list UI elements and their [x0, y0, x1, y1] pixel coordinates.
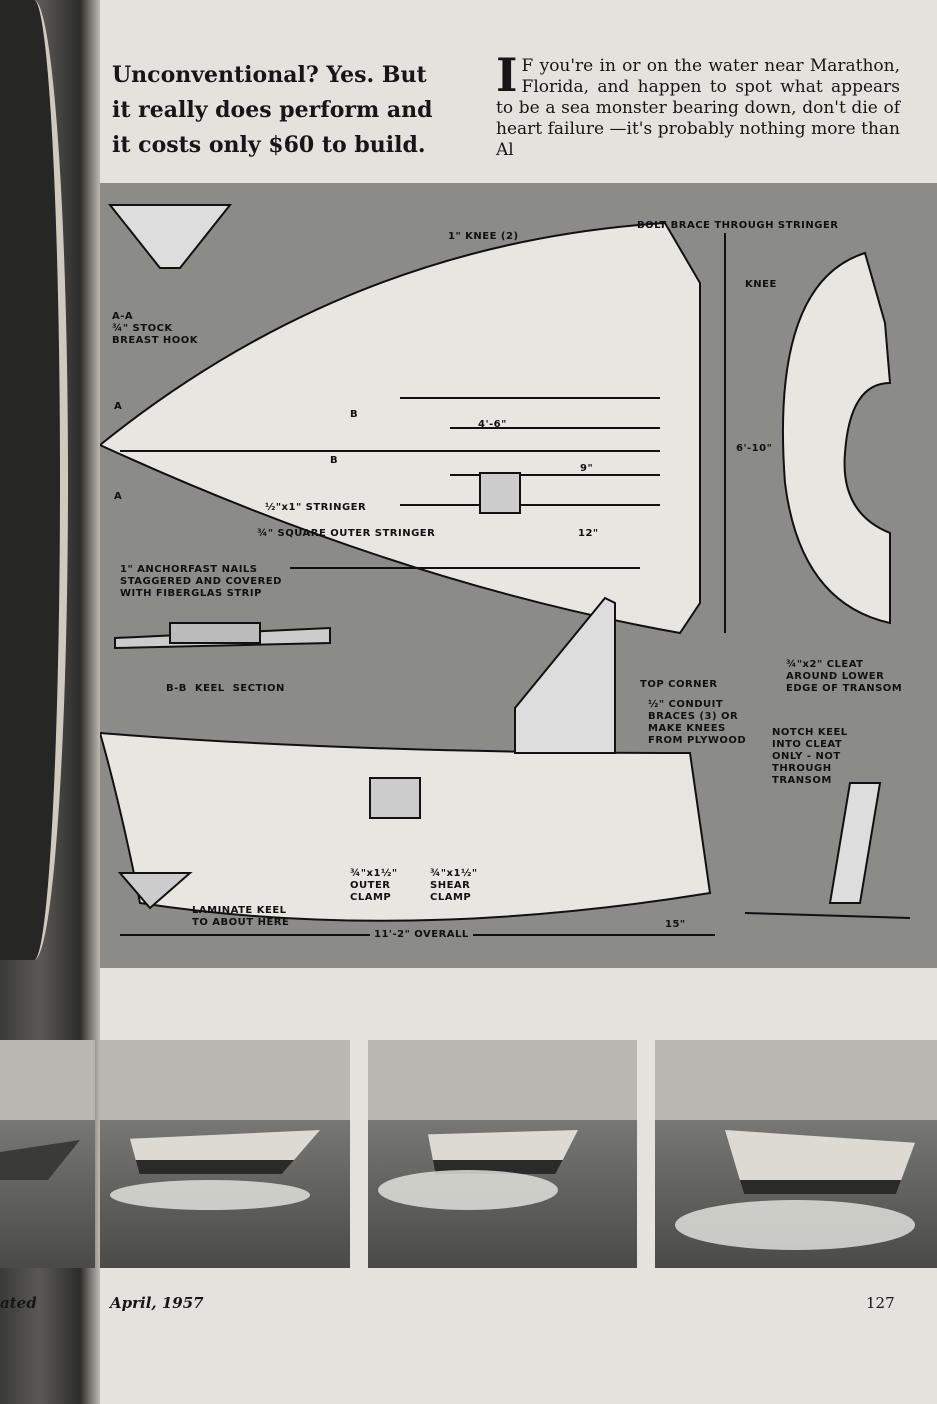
photo-boat-1: [100, 1040, 350, 1268]
label-outer-clamp-text: ¾"x1½" OUTER CLAMP: [350, 868, 398, 903]
label-notch: NOTCH KEEL INTO CLEAT ONLY - NOT THROUGH…: [772, 727, 848, 786]
label-9in: 9": [580, 463, 594, 474]
label-b-top: B: [350, 409, 359, 420]
label-15in: 15": [665, 919, 686, 930]
label-bolt-brace: BOLT BRACE THROUGH STRINGER: [637, 220, 839, 231]
label-top-corner: TOP CORNER: [640, 679, 718, 690]
boat-plan-diagram: A-A ¾" STOCK BREAST HOOK 1" KNEE (2) BOL…: [100, 183, 937, 968]
label-laminate: LAMINATE KEEL TO ABOUT HERE: [192, 905, 290, 928]
label-nails: 1" ANCHORFAST NAILS STAGGERED AND COVERE…: [120, 564, 282, 599]
photo-boat-3: [655, 1040, 937, 1268]
facing-page-footer: ated: [0, 1294, 37, 1312]
photo-boat-2: [368, 1040, 637, 1268]
label-12in: 12": [578, 528, 599, 539]
headline: Unconventional? Yes. But it really does …: [112, 62, 433, 158]
label-overall: 11'-2" OVERALL: [370, 929, 473, 941]
label-shear-clamp: ¾"x1½" SHEAR CLAMP: [430, 868, 478, 903]
label-breast-hook: A-A ¾" STOCK BREAST HOOK: [112, 311, 199, 346]
label-keel-section: B-B KEEL SECTION: [166, 683, 285, 694]
label-knee-1in: 1" KNEE (2): [448, 231, 519, 242]
diagram-drawing: [100, 204, 911, 936]
label-6-10: 6'-10": [736, 443, 773, 454]
label-b-bottom: B: [330, 455, 339, 466]
facing-page-photo: [0, 0, 68, 960]
page-number: 127: [866, 1294, 895, 1312]
label-a-top: A: [114, 401, 123, 412]
label-4-6: 4'-6": [478, 419, 507, 430]
label-cleat: ¾"x2" CLEAT AROUND LOWER EDGE OF TRANSOM: [786, 659, 903, 694]
label-conduit: ½" CONDUIT BRACES (3) OR MAKE KNEES FROM…: [648, 699, 747, 746]
label-outer-stringer: ¾" SQUARE OUTER STRINGER: [257, 528, 436, 539]
issue-date: April, 1957: [110, 1294, 204, 1312]
label-a-bottom: A: [114, 491, 123, 502]
label-knee: KNEE: [745, 279, 777, 290]
photo-boat-left-fragment: [0, 1040, 95, 1268]
label-stringer: ½"x1" STRINGER: [265, 502, 367, 513]
drop-cap: I: [496, 48, 518, 102]
article-text: F you're in or on the water near Maratho…: [496, 56, 900, 160]
